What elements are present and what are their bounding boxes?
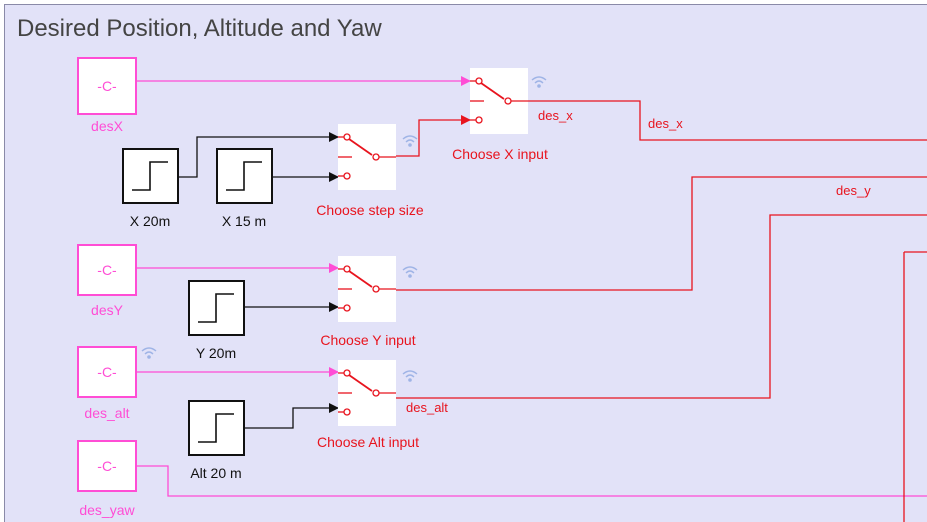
step-block-x20[interactable] xyxy=(122,148,179,204)
area-title: Desired Position, Altitude and Yaw xyxy=(17,15,382,42)
logged-signal-icon[interactable] xyxy=(529,74,549,90)
logged-signal-icon[interactable] xyxy=(400,264,420,280)
switch-block-choose-x[interactable] xyxy=(470,68,528,134)
step-size-output-line[interactable] xyxy=(396,115,471,157)
step-label-x20: X 20m xyxy=(129,213,171,229)
signal-label-des-y[interactable]: des_y xyxy=(836,183,871,198)
logged-signal-icon[interactable] xyxy=(400,133,420,149)
constant-block-des-yaw[interactable]: -C- xyxy=(77,440,137,492)
des-yaw-signal-line[interactable] xyxy=(137,465,927,497)
signal-label-des-alt[interactable]: des_alt xyxy=(406,400,448,415)
constant-symbol: -C- xyxy=(97,458,117,474)
logged-signal-icon[interactable] xyxy=(400,368,420,384)
step-block-y20[interactable] xyxy=(188,280,245,336)
constant-block-desY[interactable]: -C- xyxy=(77,244,137,296)
switch-label-choose-alt: Choose Alt input xyxy=(317,434,419,450)
constant-block-des-alt[interactable]: -C- xyxy=(77,346,137,398)
x20-step-line[interactable] xyxy=(179,132,339,178)
step-function-icon xyxy=(198,413,234,443)
switch-icon xyxy=(338,265,396,312)
signal-label-des-x-far[interactable]: des_x xyxy=(648,116,683,131)
signal-label-des-x-near[interactable]: des_x xyxy=(538,108,573,123)
step-function-icon xyxy=(132,161,168,191)
switch-icon xyxy=(470,77,528,124)
step-label-alt20: Alt 20 m xyxy=(190,465,242,481)
switch-label-choose-x: Choose X input xyxy=(452,146,548,162)
alt20-step-line[interactable] xyxy=(245,403,339,429)
constant-label-desY: desY xyxy=(91,302,123,318)
switch-icon xyxy=(338,369,396,416)
step-function-icon xyxy=(226,161,262,191)
constant-symbol: -C- xyxy=(97,364,117,380)
step-label-y20: Y 20m xyxy=(195,345,237,361)
annotation-area[interactable]: Desired Position, Altitude and Yaw xyxy=(4,4,927,522)
des-alt-output-line[interactable] xyxy=(396,214,927,399)
constant-label-des-alt: des_alt xyxy=(84,405,130,421)
switch-label-step-size: Choose step size xyxy=(316,202,424,218)
constant-symbol: -C- xyxy=(97,78,117,94)
step-block-x15[interactable] xyxy=(216,148,273,204)
switch-block-step-size[interactable] xyxy=(338,124,396,190)
des-y-output-line[interactable] xyxy=(396,176,927,291)
switch-label-choose-y: Choose Y input xyxy=(320,332,416,348)
constant-block-desX[interactable]: -C- xyxy=(77,57,137,115)
des-x-output-line[interactable] xyxy=(528,100,927,141)
constant-label-desX: desX xyxy=(91,118,123,134)
switch-block-choose-alt[interactable] xyxy=(338,360,396,426)
constant-label-des-yaw: des_yaw xyxy=(79,502,135,518)
step-block-alt20[interactable] xyxy=(188,400,245,456)
switch-block-choose-y[interactable] xyxy=(338,256,396,322)
switch-icon xyxy=(338,133,396,180)
logged-signal-icon[interactable] xyxy=(139,345,159,361)
step-function-icon xyxy=(198,293,234,323)
step-label-x15: X 15 m xyxy=(221,213,267,229)
constant-symbol: -C- xyxy=(97,262,117,278)
